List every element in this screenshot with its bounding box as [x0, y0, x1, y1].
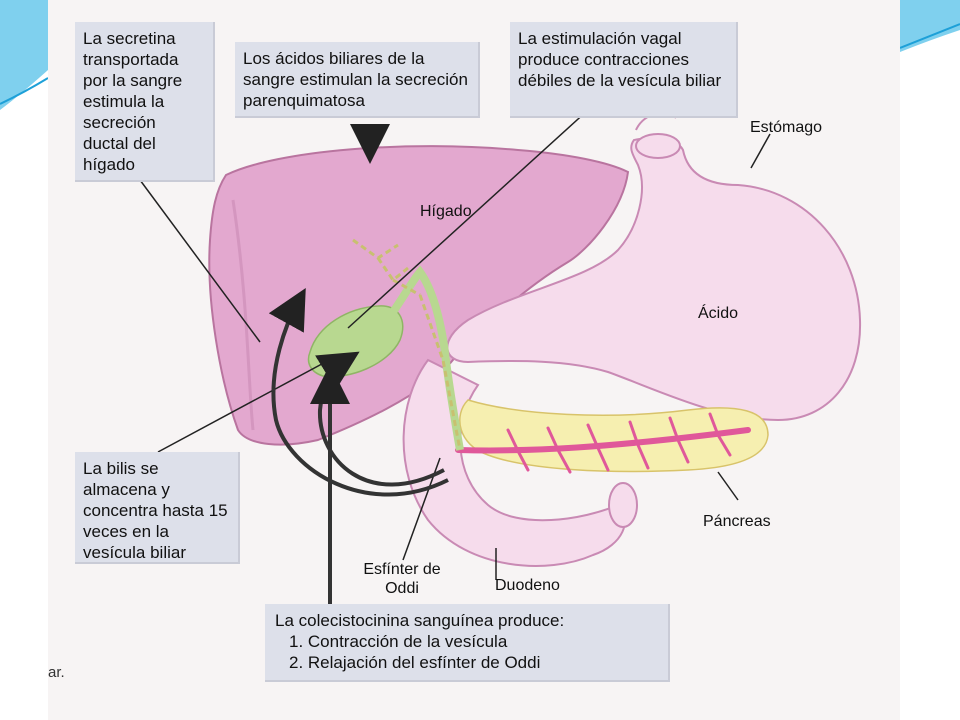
- secretin-callout: La secretina transportada por la sangre …: [75, 22, 215, 182]
- cholecystokinin-callout: La colecistocinina sanguínea produce: 1.…: [265, 604, 670, 682]
- bile-acids-callout: Los ácidos biliares de la sangre estimul…: [235, 42, 480, 118]
- diagram-slide: La secretina transportada por la sangre …: [48, 0, 900, 720]
- cholecystokinin-title: La colecistocinina sanguínea produce:: [275, 611, 565, 630]
- sphincter-of-oddi-label: Esfínter de Oddi: [363, 561, 441, 597]
- stomach-label: Estómago: [750, 119, 823, 136]
- bile-storage-callout: La bilis se almacena y concentra hasta 1…: [75, 452, 240, 564]
- slide-corner-decoration-left: [0, 0, 49, 110]
- pancreas-label: Páncreas: [703, 513, 771, 530]
- duodenum-label: Duodeno: [495, 577, 560, 594]
- cholecystokinin-item-2: 2. Relajación del esfínter de Oddi: [289, 653, 541, 672]
- liver-label: Hígado: [420, 203, 472, 220]
- slide-corner-decoration-right: [900, 0, 960, 52]
- acid-label: Ácido: [698, 305, 739, 322]
- pancreatic-duct: [455, 412, 751, 474]
- vagal-stimulation-callout: La estimulación vagal produce contraccio…: [510, 22, 738, 118]
- bile-ducts-dashed: [352, 238, 462, 451]
- duodenum-shape: [402, 358, 626, 567]
- stomach-shape: [446, 137, 862, 422]
- pancreas-shape: [459, 399, 769, 473]
- cholecystokinin-item-1: 1. Contracción de la vesícula: [289, 632, 508, 651]
- biliary-anatomy-illustration: [139, 109, 862, 610]
- cropped-side-text: ar.: [48, 664, 65, 681]
